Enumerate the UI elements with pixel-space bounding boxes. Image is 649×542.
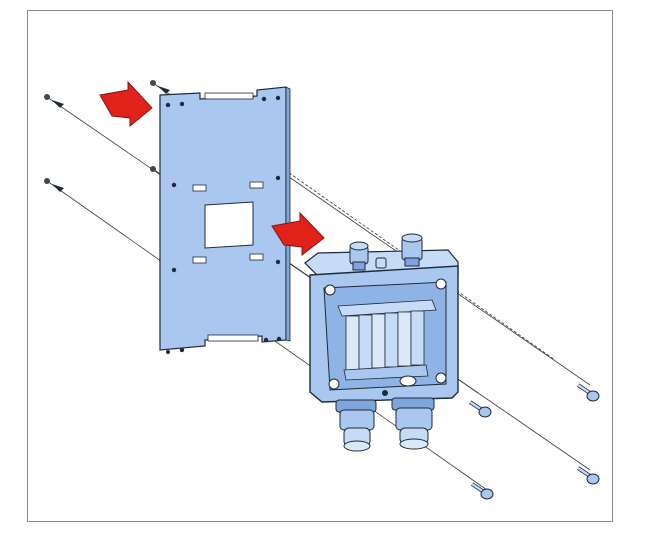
mounting-plate	[159, 86, 291, 354]
screw-icon	[150, 166, 156, 172]
screw-icon	[470, 482, 494, 500]
cable-gland-icon	[375, 257, 387, 269]
plate-slot-top	[204, 92, 254, 100]
cable-gland-icon	[349, 241, 369, 271]
red-block-arrow-icon	[99, 80, 153, 128]
cable-gland-icon	[391, 397, 435, 450]
cable-gland-icon	[335, 399, 377, 452]
screw-icon	[576, 466, 600, 485]
plate-center-window	[204, 201, 254, 249]
junction-box	[304, 249, 459, 403]
screw-icon	[468, 400, 492, 418]
screw-icon	[44, 178, 64, 192]
cable-gland-icon	[401, 233, 423, 267]
plate-slot-bottom	[207, 334, 259, 342]
screw-icon	[44, 94, 64, 108]
red-block-arrow-icon	[271, 211, 325, 257]
screw-icon	[150, 80, 170, 94]
terminal-block-row	[337, 299, 437, 381]
screw-icon	[576, 383, 600, 402]
